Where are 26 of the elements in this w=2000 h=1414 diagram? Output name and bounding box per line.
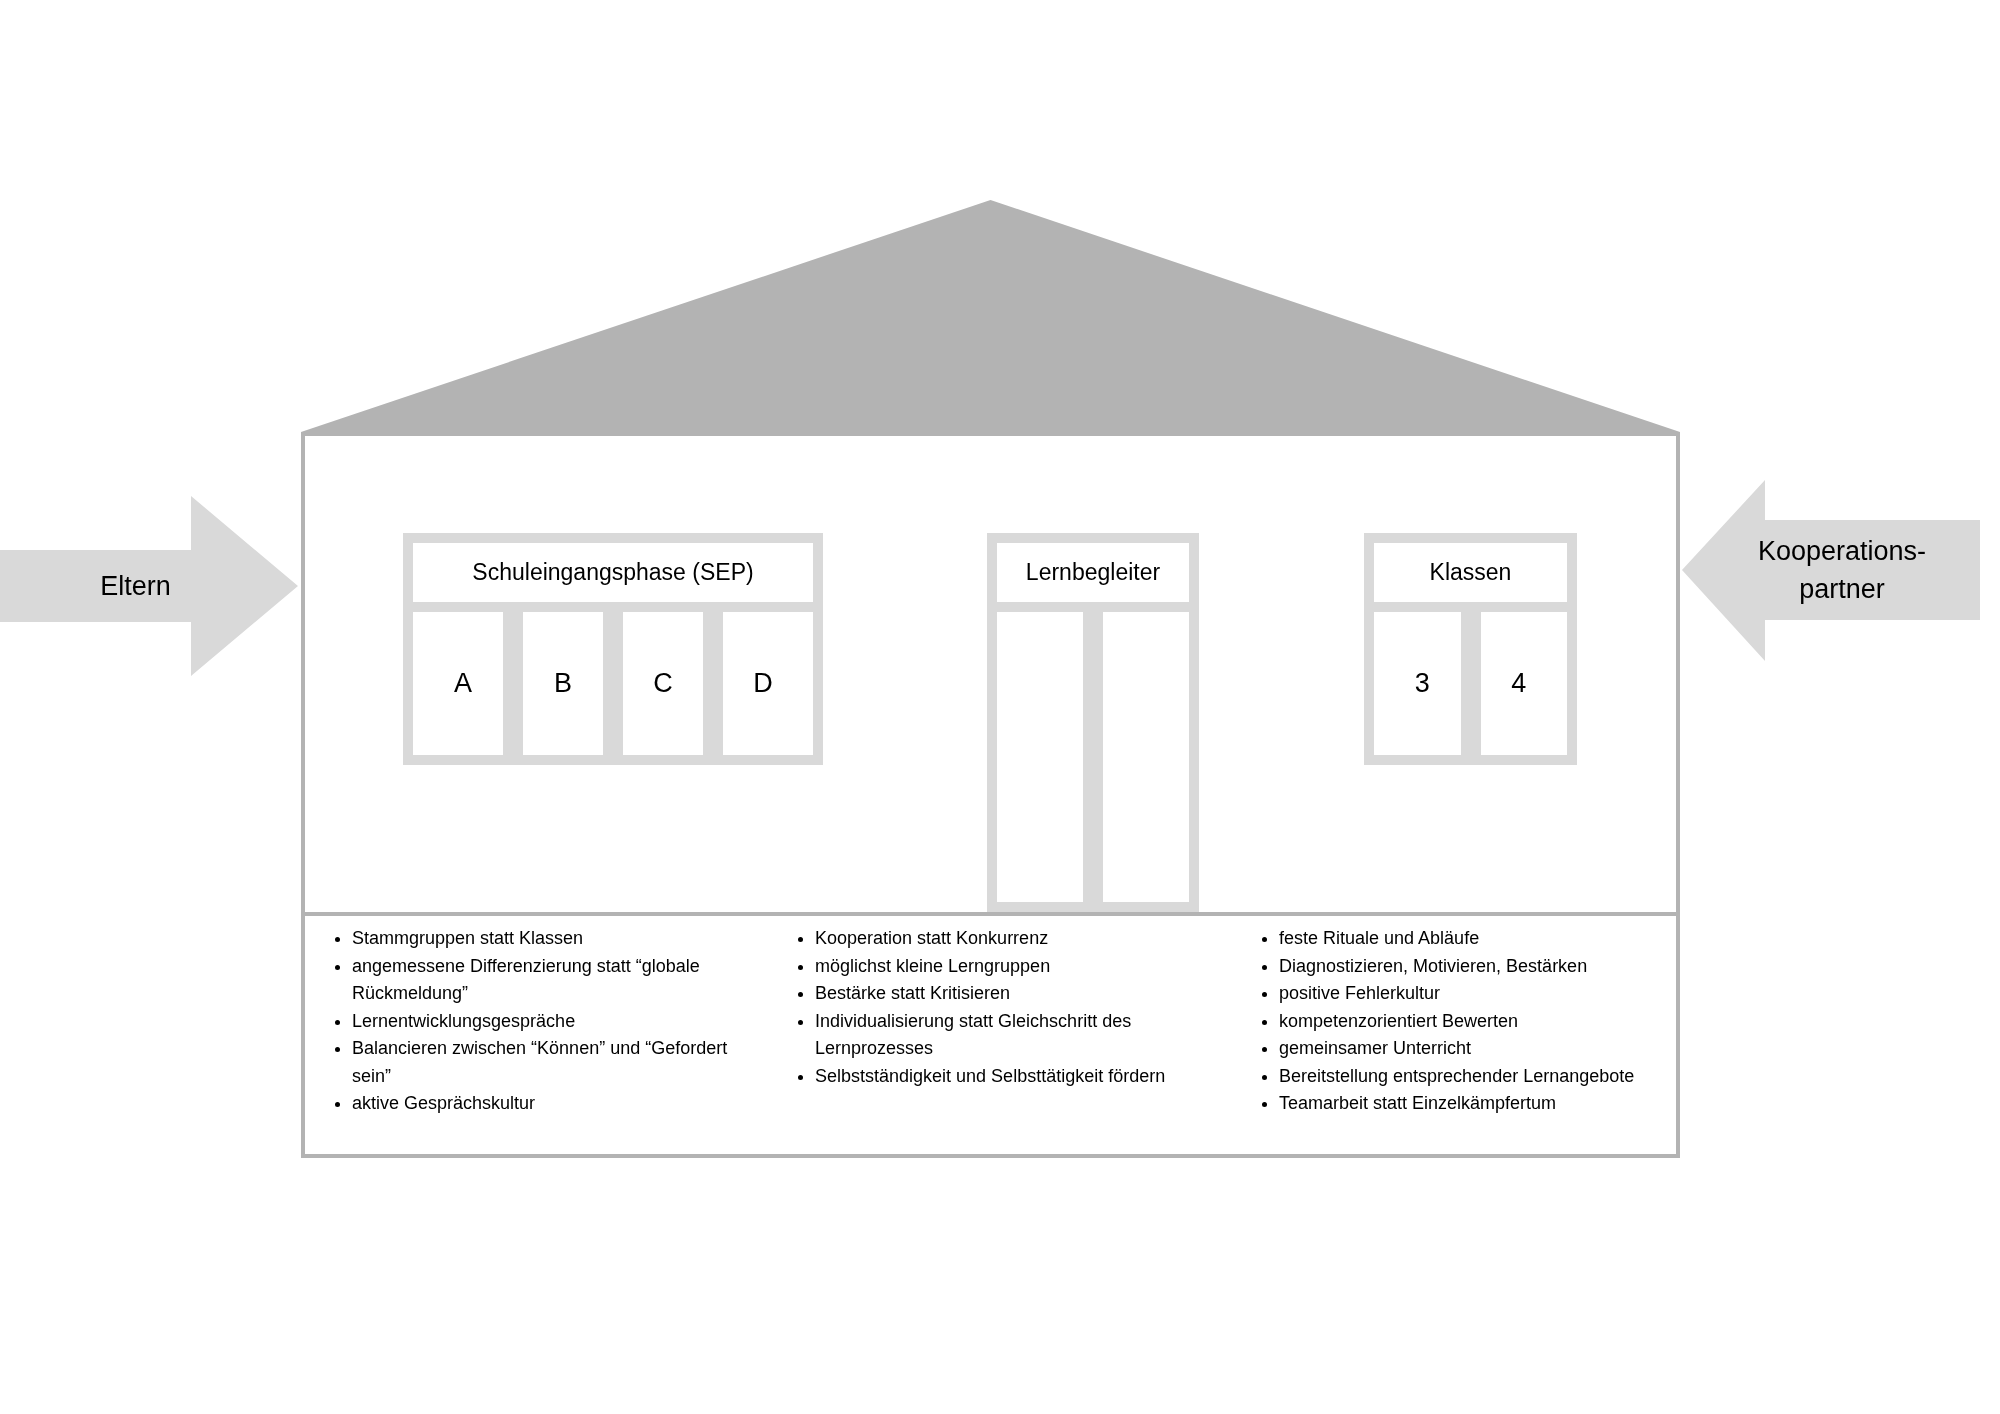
arrow-label: Kooperations- partner: [1756, 535, 1928, 606]
window-heading: Lernbegleiter: [997, 543, 1189, 612]
bullet-text: gemeinsamer Unterricht: [1279, 1038, 1472, 1058]
window: [403, 533, 823, 765]
bullet-text: Balancieren zwischen “Können” und “Gefordert sein”: [352, 1038, 728, 1086]
bullet-text: angemessene Differenzierung statt “globale Rückmeldung”: [352, 955, 700, 1003]
bullet-text: Kooperation statt Konkurrenz: [815, 928, 1049, 948]
bullet-text: Teamarbeit statt Einzelkämpfertum: [1279, 1093, 1557, 1113]
house-wall: [301, 432, 1680, 1158]
window-heading: Schuleingangsphase (SEP): [413, 543, 813, 612]
window-heading: Klassen: [1374, 543, 1567, 612]
arrow-label: Eltern: [100, 570, 171, 603]
bullet-text: Bestärke statt Kritisieren: [815, 983, 1011, 1003]
bullet-text: Selbstständigkeit und Selbsttätigkeit fördern: [815, 1065, 1166, 1086]
bullet-text: Stammgruppen statt Klassen: [352, 928, 584, 948]
window: [1364, 533, 1577, 765]
bullet-text: kompetenzorientiert Bewerten: [1279, 1010, 1519, 1031]
bullet-text: feste Rituale und Abläufe: [1279, 928, 1480, 948]
bullet-text: Bereitstellung entsprechender Lernangebote: [1279, 1065, 1635, 1086]
bullet-text: positive Fehlerkultur: [1279, 983, 1441, 1003]
bullet-text: aktive Gesprächskultur: [352, 1093, 536, 1113]
bullet-text: Diagnostizieren, Motivieren, Bestärken: [1279, 955, 1588, 976]
bullet-text: möglichst kleine Lerngruppen: [815, 955, 1051, 976]
door: [987, 533, 1199, 912]
bullet-text: Lernentwicklungsgespräche: [352, 1010, 576, 1031]
bullet-text: Individualisierung statt Gleichschritt des Lernprozesses: [815, 1010, 1132, 1058]
